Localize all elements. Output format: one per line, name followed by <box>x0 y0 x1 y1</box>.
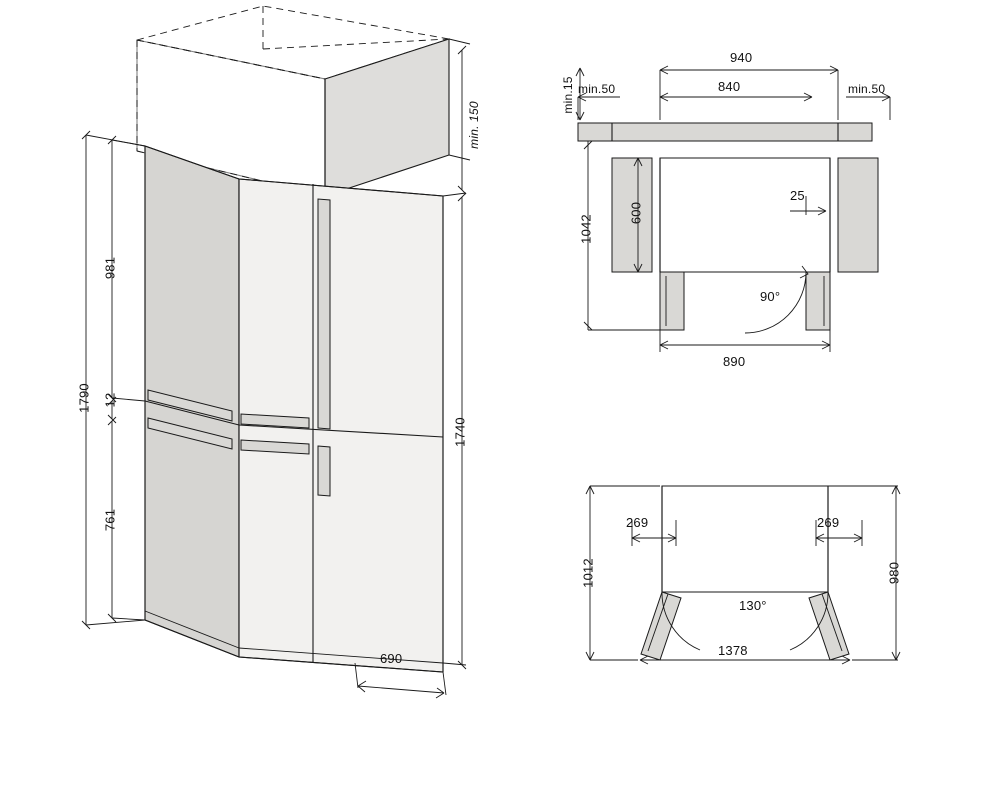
dimension-label-1378: 1378 <box>718 643 748 658</box>
dimension-label-min150: min. 150 <box>467 101 481 149</box>
dimension-label-min50-right: min.50 <box>848 82 886 96</box>
dimension-label-940: 940 <box>730 50 753 65</box>
front-perspective-view <box>81 5 471 699</box>
dimension-label-761: 761 <box>102 508 118 532</box>
dimension-label-1042: 1042 <box>578 214 594 244</box>
dimension-label-840: 840 <box>718 79 741 94</box>
dimension-label-1740: 1740 <box>452 417 468 447</box>
dimension-label-min50-left: min.50 <box>578 82 616 96</box>
dimension-label-269-left: 269 <box>626 515 649 530</box>
top-view-door-swing <box>585 485 901 665</box>
dimension-label-min15: min.15 <box>561 76 575 114</box>
top-view-niche <box>575 65 891 352</box>
dimension-label-269-right: 269 <box>817 515 840 530</box>
dimension-label-90deg: 90° <box>760 289 781 304</box>
dimension-label-600: 600 <box>628 201 644 225</box>
dimension-label-890: 890 <box>723 354 746 369</box>
dimension-label-12: 12 <box>102 392 118 408</box>
dimension-label-981: 981 <box>102 256 118 280</box>
dimension-label-690: 690 <box>380 651 403 666</box>
dimension-label-130deg: 130° <box>739 598 767 613</box>
dimension-label-1790: 1790 <box>76 383 92 413</box>
dimension-label-1012: 1012 <box>580 558 596 588</box>
dimension-label-25: 25 <box>790 188 805 203</box>
dimension-label-980: 980 <box>886 561 902 585</box>
